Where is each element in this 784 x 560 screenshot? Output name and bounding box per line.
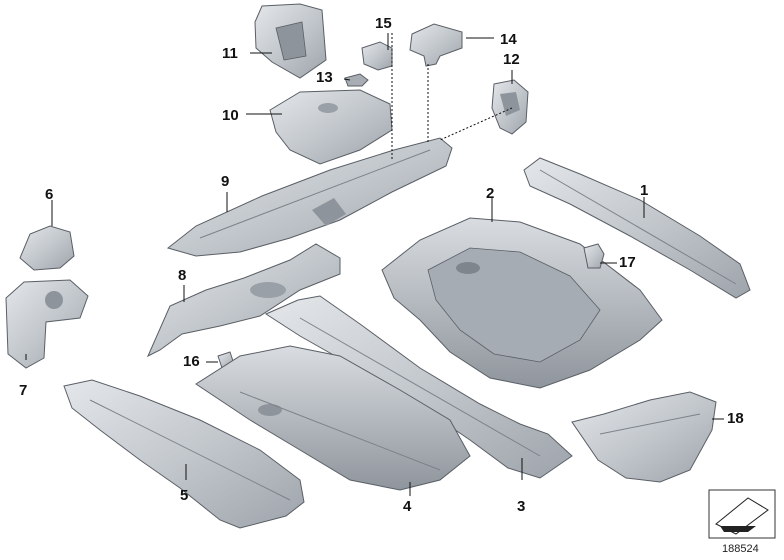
part-8-arch-panel: [146, 243, 341, 358]
callout-4: 4: [403, 498, 412, 515]
callout-2: 2: [486, 185, 495, 202]
callout-10: 10: [222, 107, 239, 124]
part-11-bracket: [254, 3, 327, 79]
callout-7: 7: [19, 382, 28, 399]
callout-5: 5: [180, 487, 189, 504]
part-14-bracket: [409, 23, 463, 67]
callout-17: 17: [619, 254, 636, 271]
callout-6: 6: [45, 186, 54, 203]
part-13-fastener: [344, 73, 369, 87]
part-1-rear-member: [523, 157, 751, 299]
callout-9: 9: [221, 173, 230, 190]
direction-arrow-icon: [708, 489, 776, 539]
part-9-side-member: [166, 137, 453, 257]
callout-18: 18: [727, 410, 744, 427]
callout-12: 12: [503, 51, 520, 68]
part-5-side-floor-member: [63, 379, 305, 529]
callout-15: 15: [375, 15, 392, 32]
part-7-bracket: [5, 279, 89, 369]
callout-16: 16: [183, 353, 200, 370]
callout-11: 11: [222, 45, 238, 62]
part-2-wheel-well: [381, 217, 663, 389]
callout-14: 14: [500, 31, 517, 48]
callout-3: 3: [517, 498, 526, 515]
part-18-corner-piece: [571, 391, 717, 483]
callout-13: 13: [316, 69, 333, 86]
part-12-mount: [491, 79, 529, 135]
callout-8: 8: [178, 267, 187, 284]
part-10-panel: [269, 89, 393, 165]
part-17-clip: [583, 243, 605, 269]
callout-1: 1: [640, 182, 649, 199]
reference-number: 188524: [722, 543, 759, 555]
part-6-cap: [19, 225, 75, 271]
leader-lines: [25, 33, 724, 496]
part-4-floor-panel: [195, 345, 471, 491]
